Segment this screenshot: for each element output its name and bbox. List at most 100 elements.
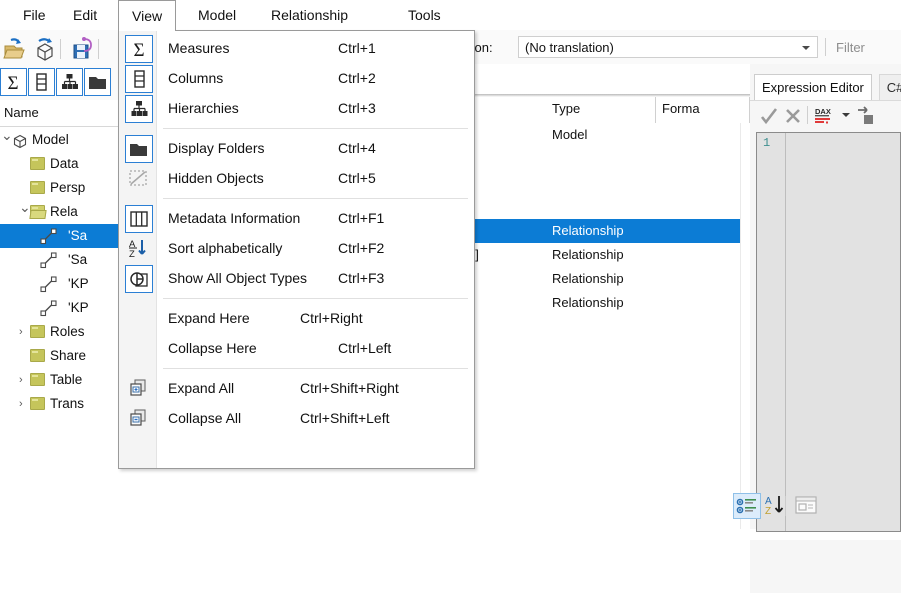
tree-item-label: 'Sa: [68, 252, 88, 267]
tab-c-[interactable]: C#: [878, 74, 901, 100]
menu-item-shortcut: Ctrl+2: [338, 70, 376, 86]
grid-row[interactable]: Relationship: [468, 291, 750, 315]
measures-toggle-button[interactable]: Σ: [0, 68, 27, 96]
grid-row[interactable]: Relationship: [468, 267, 750, 291]
chevron-right-icon[interactable]: ›: [19, 398, 23, 410]
grid-row[interactable]: Relationship: [468, 219, 750, 243]
tree-item-data[interactable]: Data: [0, 152, 118, 176]
translation-value: (No translation): [525, 40, 614, 55]
hidden-object-icon: [125, 165, 153, 193]
tree-item-kp[interactable]: 'KP: [0, 272, 118, 296]
dax-formatter-icon[interactable]: DAX: [813, 105, 837, 127]
sigma-icon: Σ: [125, 35, 153, 63]
tree-item-kp[interactable]: 'KP: [0, 296, 118, 320]
chevron-down-icon[interactable]: ⌄: [19, 199, 31, 215]
metadata-columns-icon: [130, 211, 148, 227]
relationship-icon: [40, 276, 57, 293]
menu-tools[interactable]: Tools: [408, 7, 441, 23]
grid-row[interactable]: n]Relationship: [468, 243, 750, 267]
folder-icon: [130, 144, 147, 156]
relationship-icon: [40, 300, 57, 317]
menu-item-shortcut: Ctrl+5: [338, 170, 376, 186]
tree-item-sa[interactable]: 'Sa: [0, 224, 118, 248]
sort-az-icon: AZ: [129, 239, 146, 260]
tree-item-label: Roles: [50, 324, 85, 339]
expression-editor-textarea[interactable]: 1: [756, 132, 901, 532]
tree-item-model[interactable]: ⌄Model: [0, 128, 118, 152]
display-folders-toggle-button[interactable]: [84, 68, 111, 96]
tree-item-label: 'Sa: [68, 228, 88, 243]
menu-item-shortcut: Ctrl+1: [338, 40, 376, 56]
refresh-model-icon[interactable]: [32, 36, 58, 62]
relationship-icon: [40, 228, 57, 245]
menu-item-shortcut: Ctrl+Right: [300, 310, 363, 326]
menu-view[interactable]: View: [118, 0, 177, 31]
hierarchy-icon: [131, 101, 148, 116]
indent-icon[interactable]: [854, 104, 876, 128]
tree-item-roles[interactable]: › Roles: [0, 320, 118, 344]
save-model-icon[interactable]: [70, 36, 96, 62]
tree-item-trans[interactable]: ›Trans: [0, 392, 118, 416]
grid-vertical-scrollbar[interactable]: [740, 123, 751, 529]
accept-check-icon[interactable]: [758, 105, 780, 127]
menu-file[interactable]: File: [23, 7, 46, 23]
tree-item-sa[interactable]: 'Sa: [0, 248, 118, 272]
folder-icon: [30, 181, 45, 194]
grid-row[interactable]: [468, 171, 750, 195]
categorized-view-button[interactable]: [733, 493, 761, 519]
open-folder-icon[interactable]: [2, 36, 28, 62]
translation-combobox[interactable]: (No translation): [518, 36, 818, 58]
dropdown-arrow-icon[interactable]: [842, 113, 850, 117]
hierarchies-toggle-button[interactable]: [56, 68, 83, 96]
chevron-down-icon[interactable]: ⌄: [1, 127, 13, 143]
grid-row[interactable]: [468, 147, 750, 171]
tree-item-label: 'KP: [68, 300, 89, 315]
tree-item-table[interactable]: ›Table: [0, 368, 118, 392]
tab-expression-editor[interactable]: Expression Editor: [754, 74, 872, 100]
chevron-right-icon[interactable]: ›: [19, 374, 23, 386]
sort-az-icon: A Z: [765, 496, 784, 517]
grid-row[interactable]: Model: [468, 123, 750, 147]
menu-edit[interactable]: Edit: [73, 7, 98, 23]
menu-model[interactable]: Model: [198, 7, 237, 23]
property-pages-button[interactable]: [793, 493, 821, 519]
tree-item-persp[interactable]: Persp: [0, 176, 118, 200]
grid-column-header-type[interactable]: Type: [546, 97, 656, 123]
filter-input[interactable]: Filter: [836, 40, 865, 55]
chevron-right-icon[interactable]: ›: [19, 326, 23, 338]
tree-item-share[interactable]: Share: [0, 344, 118, 368]
svg-text:Z: Z: [129, 249, 135, 260]
menu-separator: [163, 198, 468, 199]
folder-open-icon: [30, 205, 45, 218]
columns-toggle-button[interactable]: [28, 68, 55, 96]
tree-item-label: Persp: [50, 180, 86, 195]
tree-item-rela[interactable]: ⌄Rela: [0, 200, 118, 224]
sort-alphabetical-button[interactable]: A Z: [762, 493, 790, 519]
hierarchy-icon: [125, 95, 153, 123]
grid-row[interactable]: [468, 195, 750, 219]
cancel-x-icon[interactable]: [782, 105, 804, 127]
columns-icon: [36, 73, 47, 91]
relationship-icon: [40, 300, 57, 317]
grid-column-header-forma[interactable]: Forma: [656, 97, 750, 123]
chevron-down-icon[interactable]: [802, 46, 810, 50]
svg-text:A: A: [765, 496, 772, 507]
menu-relationship[interactable]: Relationship: [271, 7, 349, 23]
